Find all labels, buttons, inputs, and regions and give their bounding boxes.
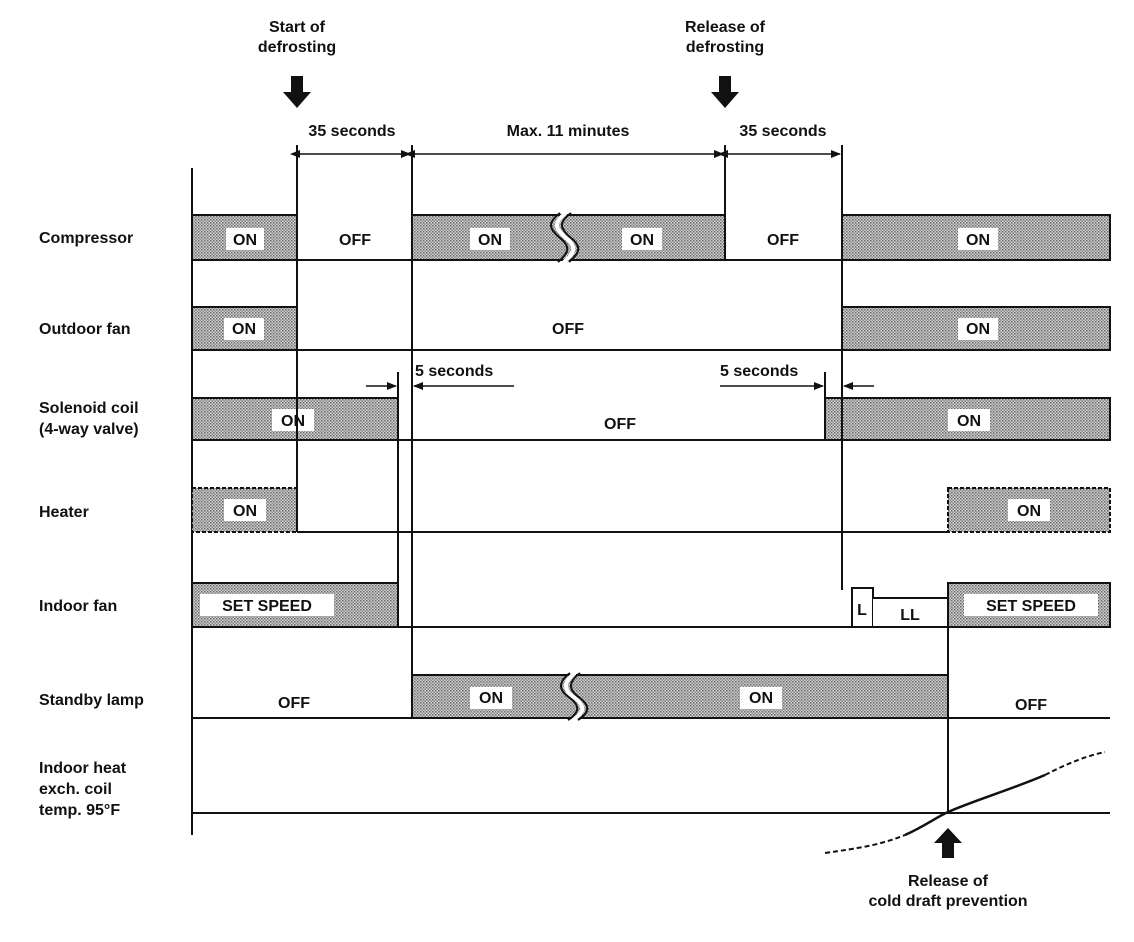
heater-state-2: ON xyxy=(1017,503,1041,520)
compressor-state-5: OFF xyxy=(767,232,799,249)
standby-lamp-state-4: OFF xyxy=(1015,697,1047,714)
standby-lamp-state-1: OFF xyxy=(278,695,310,712)
indoor-fan-state-2: L xyxy=(857,602,867,619)
outdoor-fan-state-3: ON xyxy=(966,321,990,338)
release-defrost-marker: Release of defrosting xyxy=(685,19,766,108)
compressor-state-3: ON xyxy=(478,232,502,249)
start-defrost-label-1: Start of xyxy=(269,19,326,36)
release-defrost-label-1: Release of xyxy=(685,19,766,36)
row-label-outdoor-fan: Outdoor fan xyxy=(39,321,131,338)
indoor-fan-state-4: SET SPEED xyxy=(986,598,1076,615)
solenoid-delay-right-label: 5 seconds xyxy=(720,363,798,380)
temp-curve-solid xyxy=(904,773,1046,837)
row-coil-temp: Release of cold draft prevention xyxy=(192,751,1110,910)
indoor-fan-state-1: SET SPEED xyxy=(222,598,312,615)
standby-lamp-state-2: ON xyxy=(479,690,503,707)
row-label-coil-temp-1: Indoor heat xyxy=(39,760,127,777)
row-solenoid: ON OFF ON xyxy=(191,397,1111,441)
compressor-on-bar-3 xyxy=(841,214,1111,261)
row-label-heater: Heater xyxy=(39,504,89,521)
row-label-solenoid-2: (4-way valve) xyxy=(39,421,139,438)
start-defrost-label-2: defrosting xyxy=(258,39,336,56)
start-defrost-marker: Start of defrosting xyxy=(258,19,336,108)
temp-curve-dashed-high xyxy=(1044,751,1106,776)
release-cold-draft-label-1: Release of xyxy=(908,873,989,890)
row-compressor: ON OFF ON ON OFF ON xyxy=(191,211,1111,264)
standby-lamp-state-3: ON xyxy=(749,690,773,707)
compressor-state-1: ON xyxy=(233,232,257,249)
row-label-compressor: Compressor xyxy=(39,230,133,247)
outdoor-fan-state-1: ON xyxy=(232,321,256,338)
solenoid-state-1: ON xyxy=(281,413,305,430)
break-mark-icon xyxy=(560,672,579,721)
solenoid-state-3: ON xyxy=(957,413,981,430)
row-heater: ON ON xyxy=(191,487,1111,533)
row-standby-lamp: OFF ON ON OFF xyxy=(192,671,1110,722)
row-label-solenoid-1: Solenoid coil xyxy=(39,400,139,417)
duration-last-label: 35 seconds xyxy=(739,123,826,140)
release-cold-draft-label-2: cold draft prevention xyxy=(868,893,1027,910)
down-arrow-icon xyxy=(711,76,739,108)
heater-state-1: ON xyxy=(233,503,257,520)
duration-first-label: 35 seconds xyxy=(308,123,395,140)
solenoid-delay-left-label: 5 seconds xyxy=(415,363,493,380)
down-arrow-icon xyxy=(283,76,311,108)
row-indoor-fan: SET SPEED L LL SET SPEED xyxy=(191,582,1111,628)
outdoor-fan-state-2: OFF xyxy=(552,321,584,338)
solenoid-state-2: OFF xyxy=(604,416,636,433)
row-label-coil-temp-3: temp. 95°F xyxy=(39,802,120,819)
compressor-state-4: ON xyxy=(630,232,654,249)
row-label-standby-lamp: Standby lamp xyxy=(39,692,144,709)
compressor-state-2: OFF xyxy=(339,232,371,249)
row-label-coil-temp-2: exch. coil xyxy=(39,781,112,798)
row-outdoor-fan: ON OFF ON xyxy=(191,306,1111,351)
up-arrow-icon xyxy=(934,828,962,858)
indoor-fan-state-3: LL xyxy=(900,607,920,624)
duration-middle-label: Max. 11 minutes xyxy=(507,123,630,140)
break-mark-icon xyxy=(550,212,569,263)
temp-curve-dashed-low xyxy=(824,834,906,854)
row-labels: Compressor Outdoor fan Solenoid coil (4-… xyxy=(39,230,144,819)
row-label-indoor-fan: Indoor fan xyxy=(39,598,117,615)
release-defrost-label-2: defrosting xyxy=(686,39,764,56)
compressor-state-6: ON xyxy=(966,232,990,249)
